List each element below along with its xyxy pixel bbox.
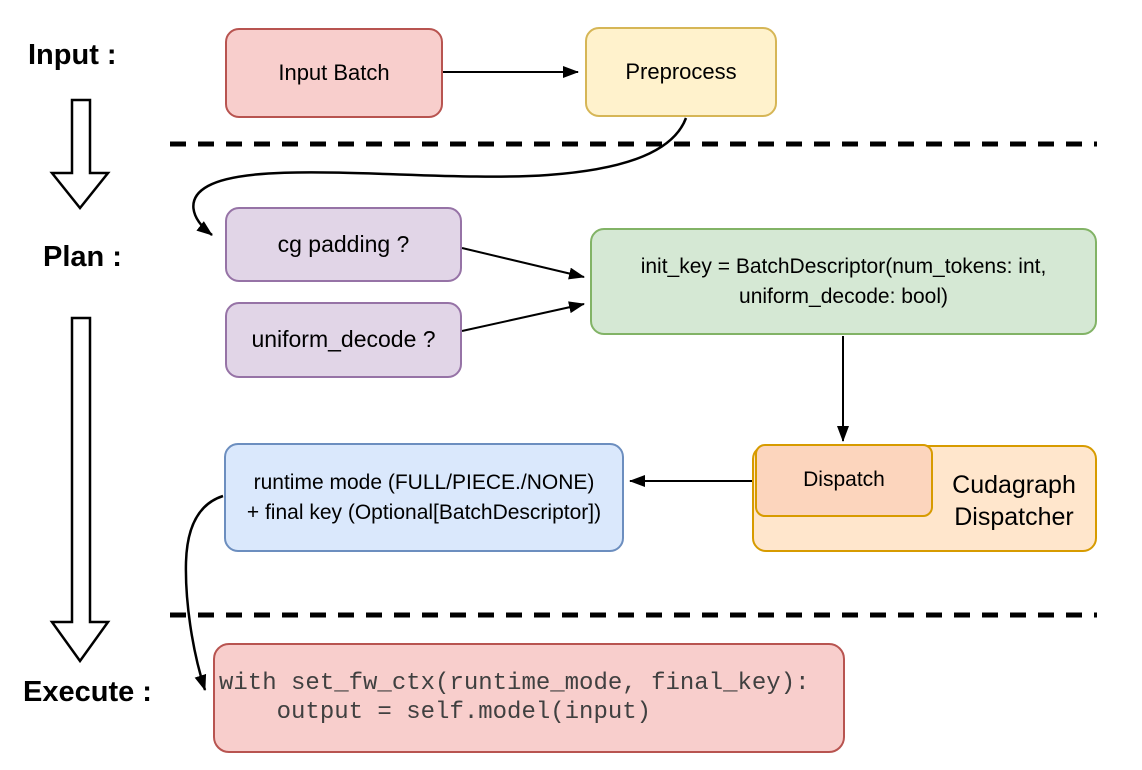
- execute-code-line2: output = self.model(input): [219, 699, 652, 726]
- init-key-node: init_key = BatchDescriptor(num_tokens: i…: [590, 228, 1097, 335]
- preprocess-node: Preprocess: [585, 27, 777, 117]
- stage-arrow-plan-to-execute: [49, 316, 111, 664]
- runtime-mode-line1: runtime mode (FULL/PIECE./NONE): [253, 470, 595, 494]
- stage-arrow-input-to-plan: [49, 98, 111, 211]
- cudagraph-dispatcher-label: Cudagraph Dispatcher: [933, 469, 1095, 533]
- execute-code-node: with set_fw_ctx(runtime_mode, final_key)…: [213, 643, 845, 753]
- stage-label-input: Input :: [28, 39, 117, 71]
- cg-padding-node: cg padding ?: [225, 207, 462, 282]
- stage-label-execute: Execute :: [23, 676, 152, 708]
- runtime-mode-node: runtime mode (FULL/PIECE./NONE) + final …: [224, 443, 624, 552]
- init-key-line1: init_key = BatchDescriptor(num_tokens: i…: [640, 254, 1047, 278]
- dispatch-label: Dispatch: [803, 468, 885, 492]
- input-batch-node: Input Batch: [225, 28, 443, 118]
- input-batch-label: Input Batch: [278, 60, 390, 86]
- uniform-decode-node: uniform_decode ?: [225, 302, 462, 378]
- execute-code-line1: with set_fw_ctx(runtime_mode, final_key)…: [219, 670, 810, 697]
- init-key-line2: uniform_decode: bool): [739, 284, 948, 308]
- dispatch-node: Dispatch: [755, 444, 933, 517]
- cudagraph-dispatcher-line2: Dispatcher: [954, 503, 1074, 531]
- preprocess-label: Preprocess: [625, 59, 737, 85]
- stage-label-plan: Plan :: [43, 241, 122, 273]
- arrow-cgpadding-to-initkey: [461, 247, 585, 280]
- runtime-mode-line2: + final key (Optional[BatchDescriptor]): [246, 500, 602, 524]
- cudagraph-dispatcher-line1: Cudagraph: [952, 471, 1076, 499]
- cg-padding-label: cg padding ?: [277, 230, 410, 257]
- uniform-decode-label: uniform_decode ?: [251, 326, 436, 353]
- arrow-uniformdecode-to-initkey: [461, 301, 585, 332]
